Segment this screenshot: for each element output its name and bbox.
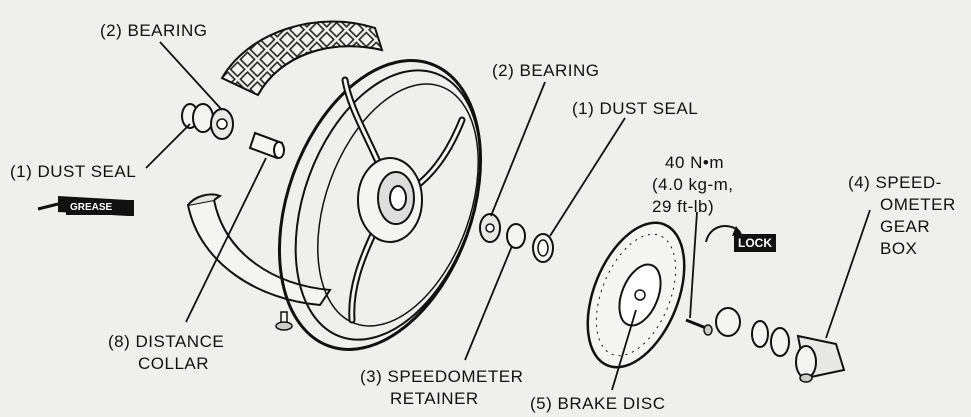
left-bearing-assembly: [181, 103, 234, 140]
leader-lines: [145, 41, 871, 391]
label-dust-seal-right: (1) DUST SEAL: [572, 99, 699, 118]
label-speedo-gearbox-line1: (4) SPEED-: [848, 173, 942, 192]
valve-bolt: [275, 311, 293, 331]
brake-disc-part: [586, 221, 686, 369]
distance-collar-part: [248, 131, 285, 160]
grease-badge: GREASE: [66, 201, 117, 215]
label-speedo-gearbox-line4: BOX: [880, 239, 918, 258]
label-bearing-left: (2) BEARING: [100, 21, 208, 40]
label-brake-disc: (5) BRAKE DISC: [530, 394, 666, 413]
label-distance-collar-line1: (8) DISTANCE: [108, 332, 225, 351]
label-bearing-right: (2) BEARING: [492, 61, 600, 80]
tire-upper: [220, 20, 384, 97]
label-torque-line2: (4.0 kg-m,: [652, 175, 734, 194]
lock-badge: LOCK: [734, 234, 776, 252]
speedo-gearbox-part: [685, 307, 846, 383]
label-dust-seal-left: (1) DUST SEAL: [10, 162, 137, 181]
label-speedo-gearbox-line2: OMETER: [880, 195, 956, 214]
label-torque-line3: 29 ft-lb): [652, 197, 715, 216]
label-torque-line1: 40 N•m: [665, 153, 725, 172]
wheel-rim: [277, 59, 483, 351]
right-bearing-assembly: [479, 213, 554, 263]
lock-arrow-icon: [705, 225, 742, 243]
label-distance-collar-line2: COLLAR: [138, 354, 210, 373]
tire-lower: [186, 193, 332, 307]
label-speedo-retainer-line1: (3) SPEEDOMETER: [360, 367, 524, 386]
label-speedo-gearbox-line3: GEAR: [880, 217, 931, 236]
label-speedo-retainer-line2: RETAINER: [390, 389, 479, 408]
